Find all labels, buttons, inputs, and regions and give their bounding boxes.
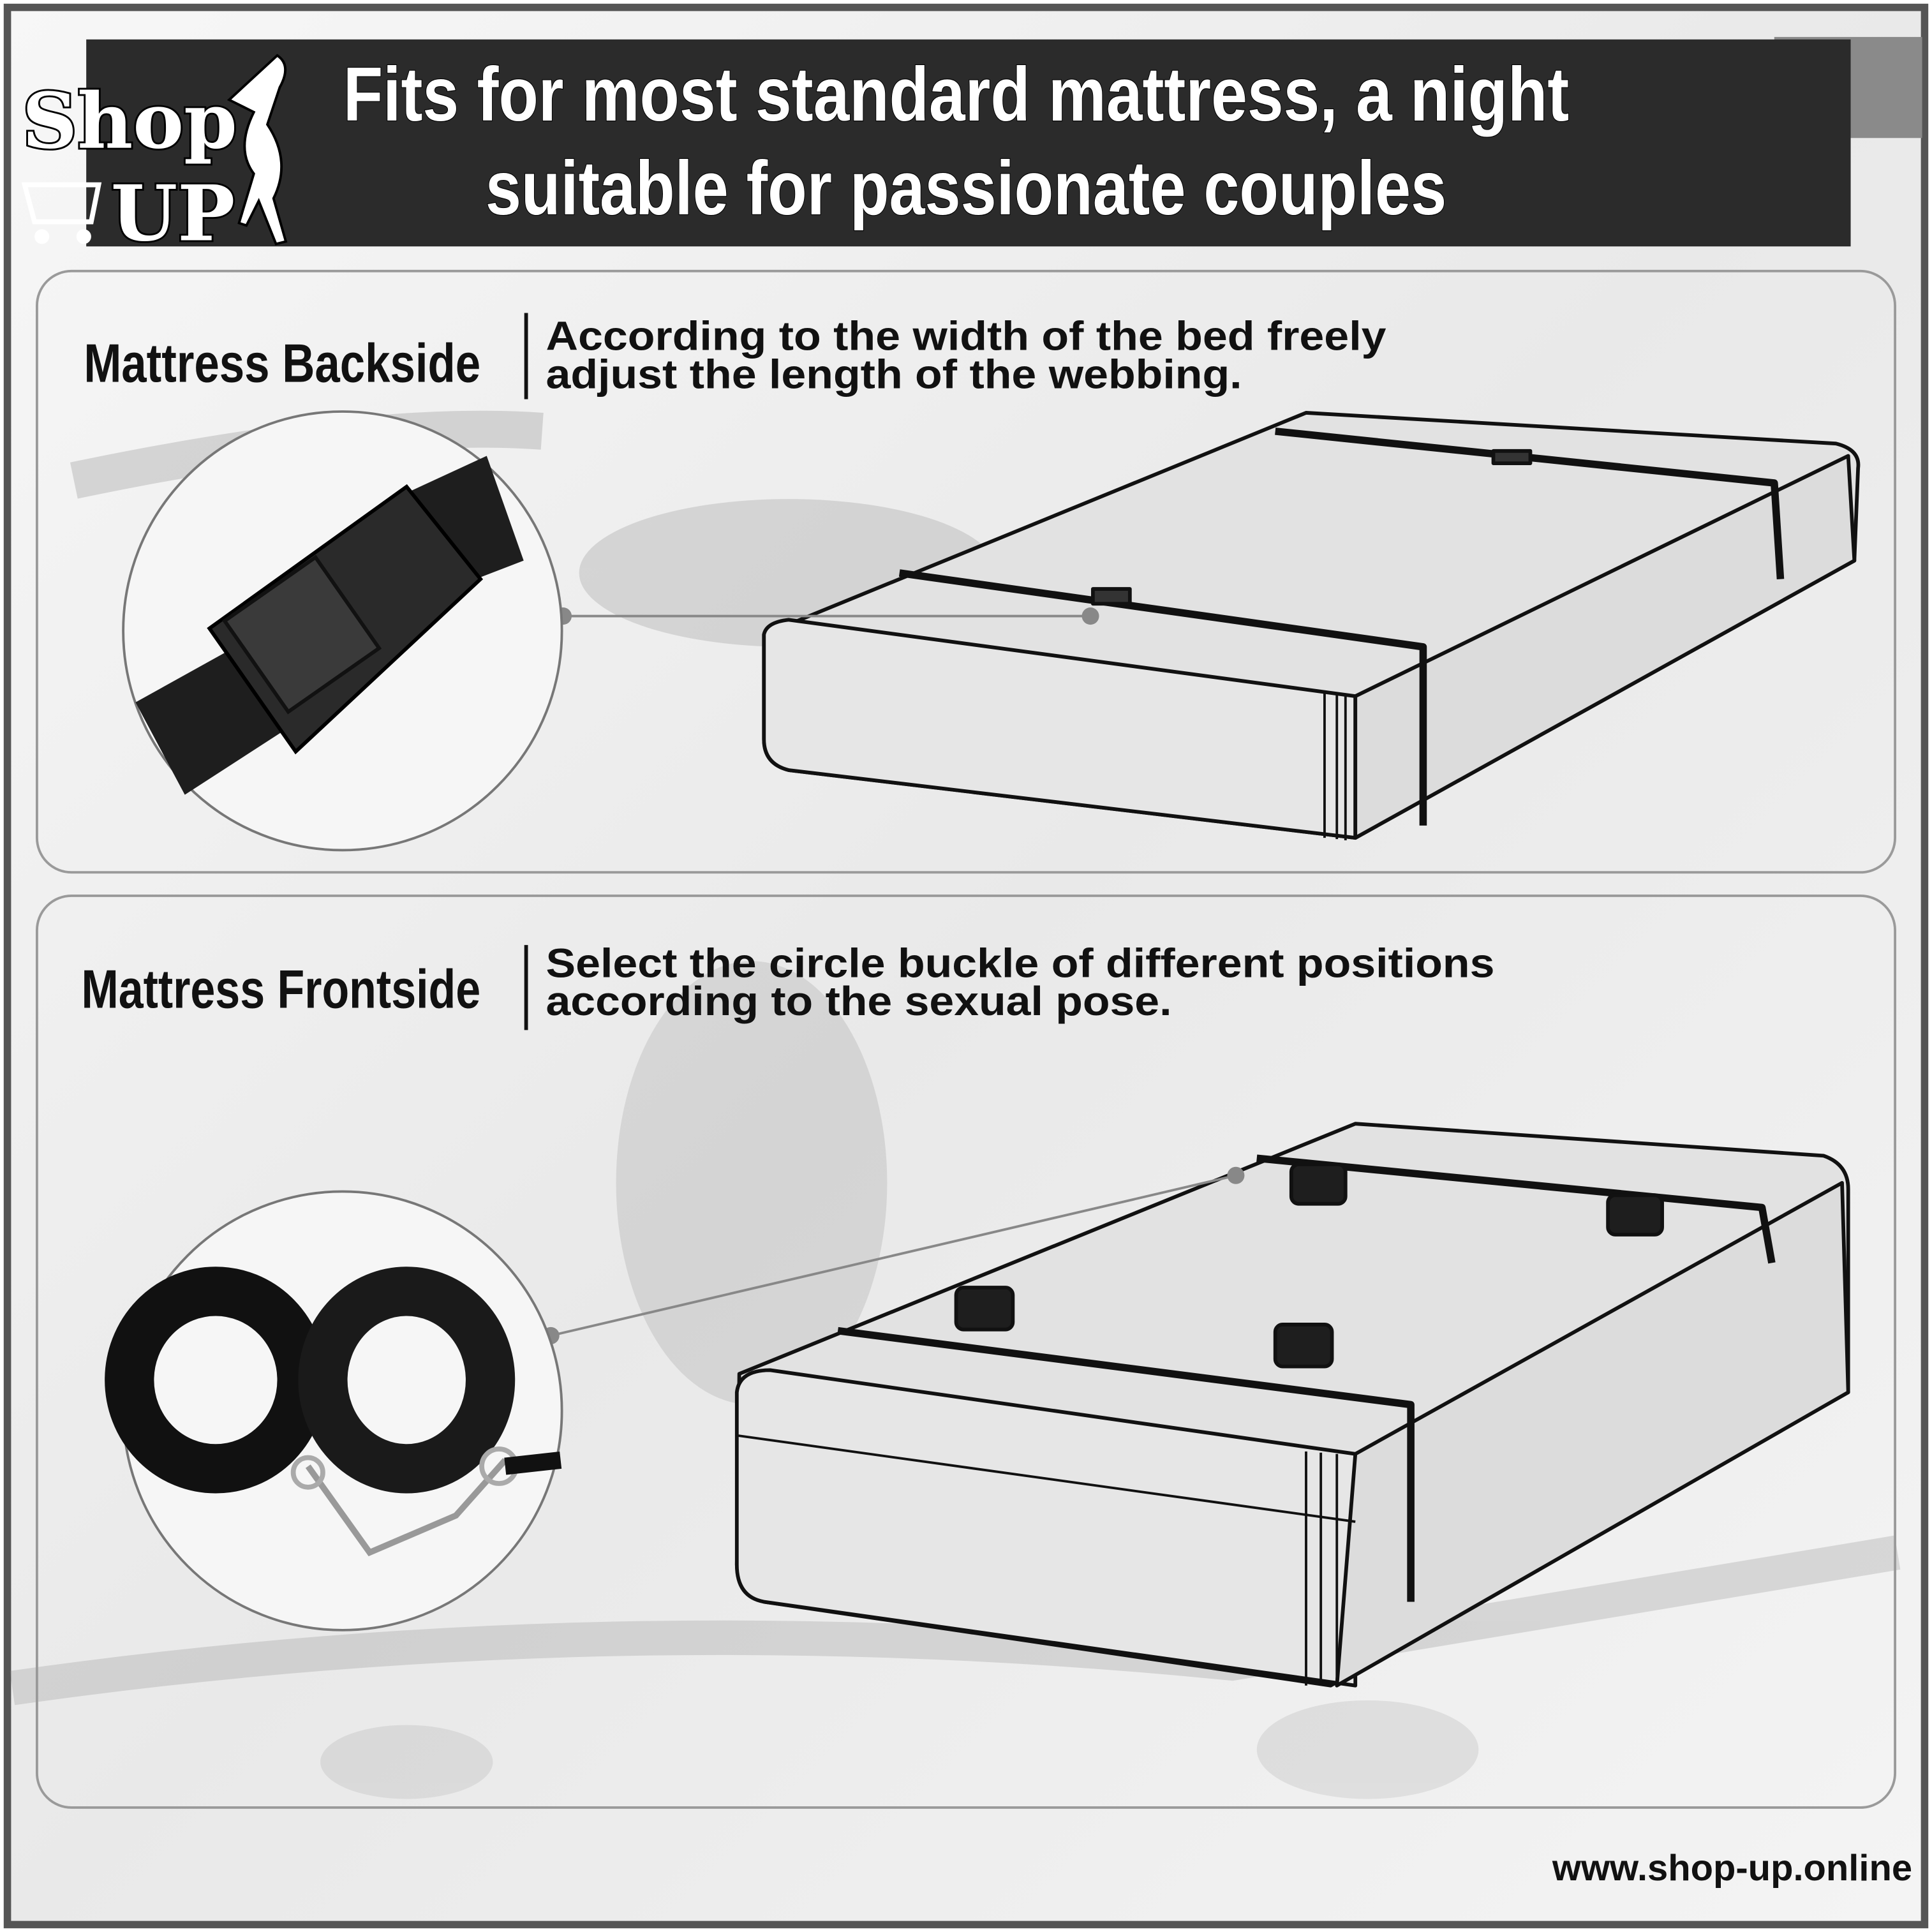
callout-dot: [1227, 1166, 1245, 1184]
header-title-line1: Fits for most standard mattress, a night: [343, 52, 1569, 137]
backside-panel: [36, 269, 1896, 874]
logo-text-up: UP: [111, 170, 235, 259]
frontside-desc-line2: according to the sexual pose.: [546, 978, 1171, 1024]
backside-desc-line2: adjust the length of the webbing.: [546, 351, 1242, 397]
header-title-line2: suitable for passionate couples: [486, 146, 1446, 231]
website-url[interactable]: www.shop-up.online: [1552, 1848, 1912, 1889]
backside-label: Mattress Backside: [84, 334, 480, 394]
backside-desc-line1: According to the width of the bed freely: [546, 313, 1386, 359]
silhouette-icon: [227, 54, 288, 246]
buckle-closeup-image: [122, 410, 563, 852]
cuffs-closeup-image: [105, 1190, 563, 1631]
shop-up-logo: Shop UP: [20, 54, 288, 260]
backside-mattress-illustration: [762, 411, 1861, 841]
frontside-callout-line: [550, 1174, 1237, 1337]
callout-dot: [1081, 607, 1099, 625]
frontside-label: Mattress Frontside: [81, 960, 480, 1020]
frontside-desc-line1: Select the circle buckle of different po…: [546, 940, 1494, 986]
logo-text-shop: Shop: [22, 77, 237, 167]
frontside-panel: [36, 894, 1896, 1809]
header-bar: [86, 39, 1851, 247]
cuff-anchor-icons: [954, 1163, 1664, 1369]
cart-icon: [21, 182, 102, 244]
frontside-mattress-illustration: [734, 1122, 1850, 1688]
